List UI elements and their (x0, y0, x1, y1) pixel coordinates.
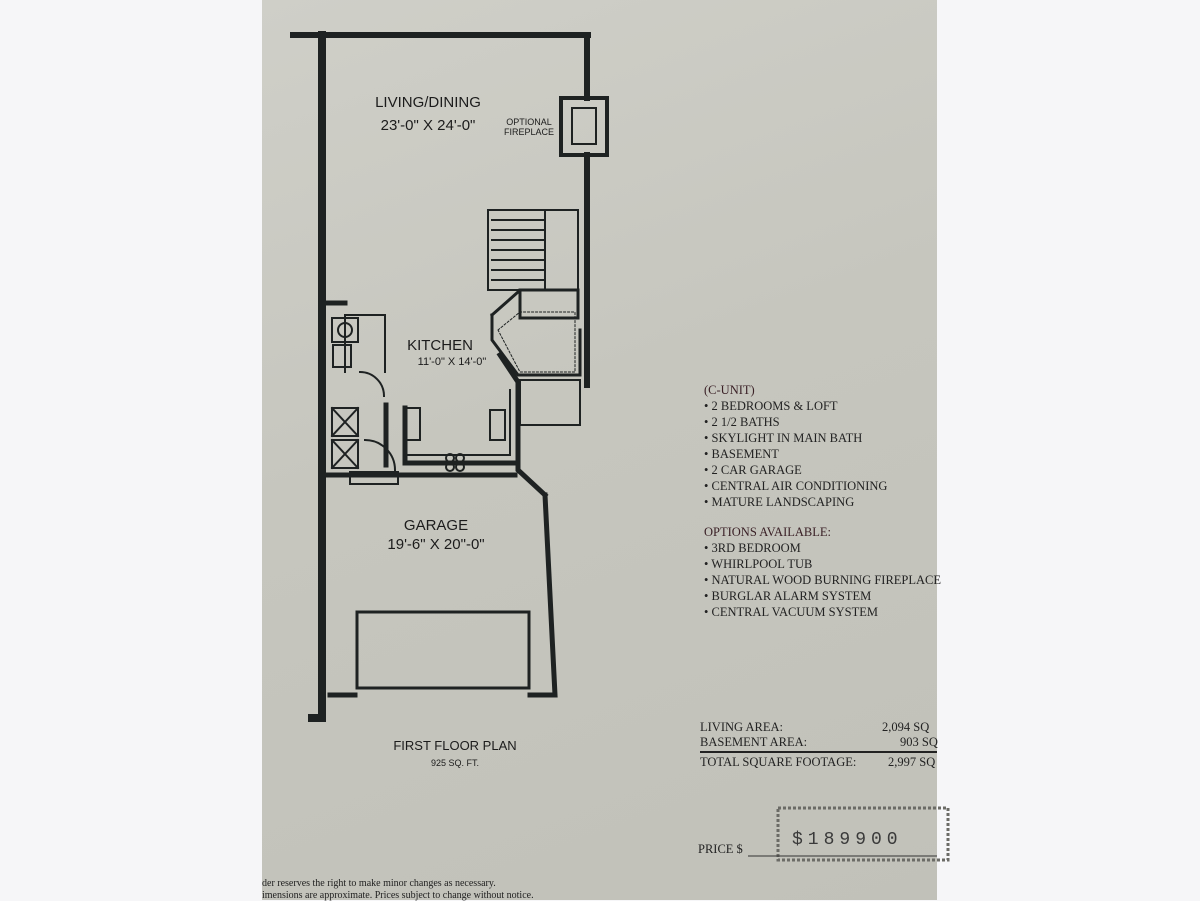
price-value: $189900 (792, 830, 903, 850)
kitchen-dims: 11'-0" X 14'-0" (417, 356, 487, 368)
feature-item: • CENTRAL AIR CONDITIONING (704, 479, 888, 493)
option-item: • 3RD BEDROOM (704, 541, 801, 555)
kitchen-label: KITCHEN (407, 337, 473, 354)
plan-sqft: 925 SQ. FT. (430, 758, 480, 768)
price-stamp (776, 806, 950, 862)
basement-area-value: 903 SQ (900, 735, 938, 749)
living-dining-label: LIVING/DINING (375, 94, 481, 111)
garage-label: GARAGE (403, 517, 469, 534)
living-area-label: LIVING AREA: (700, 720, 783, 734)
left-wall (308, 31, 326, 722)
option-item: • WHIRLPOOL TUB (704, 557, 813, 571)
option-item: • NATURAL WOOD BURNING FIREPLACE (704, 573, 942, 587)
living-area-value: 2,094 SQ (882, 720, 930, 734)
garage-dims: 19'-6" X 20"-0" (387, 536, 485, 553)
options-heading: OPTIONS AVAILABLE: (704, 525, 831, 539)
disclaimer-line-1: der reserves the right to make minor cha… (262, 878, 496, 889)
feature-item: • 2 CAR GARAGE (704, 463, 802, 477)
feature-item: • SKYLIGHT IN MAIN BATH (704, 431, 863, 445)
total-area-value: 2,997 SQ (888, 755, 936, 769)
feature-item: • MATURE LANDSCAPING (704, 495, 855, 509)
floor-plan-sheet (262, 0, 937, 900)
stairs (487, 209, 579, 291)
feature-item: • BASEMENT (704, 447, 779, 461)
plan-title: FIRST FLOOR PLAN (393, 738, 517, 753)
price-label: PRICE $ (698, 842, 743, 856)
feature-item: • 2 1/2 BATHS (704, 415, 780, 429)
option-item: • CENTRAL VACUUM SYSTEM (704, 605, 878, 619)
fireplace-label: OPTIONAL (506, 117, 552, 127)
feature-item: • 2 BEDROOMS & LOFT (704, 399, 838, 413)
fireplace (559, 96, 609, 157)
disclaimer-line-2: imensions are approximate. Prices subjec… (262, 890, 534, 901)
garage-door (355, 610, 531, 690)
fireplace-label-2: FIREPLACE (503, 127, 555, 137)
basement-area-label: BASEMENT AREA: (700, 735, 808, 749)
living-dining-dims: 23'-0" X 24'-0" (380, 117, 476, 134)
features-heading: (C-UNIT) (704, 383, 755, 397)
option-item: • BURGLAR ALARM SYSTEM (704, 589, 872, 603)
features-list: (C-UNIT) • 2 BEDROOMS & LOFT • 2 1/2 BAT… (704, 382, 941, 620)
total-area-label: TOTAL SQUARE FOOTAGE: (700, 755, 857, 769)
